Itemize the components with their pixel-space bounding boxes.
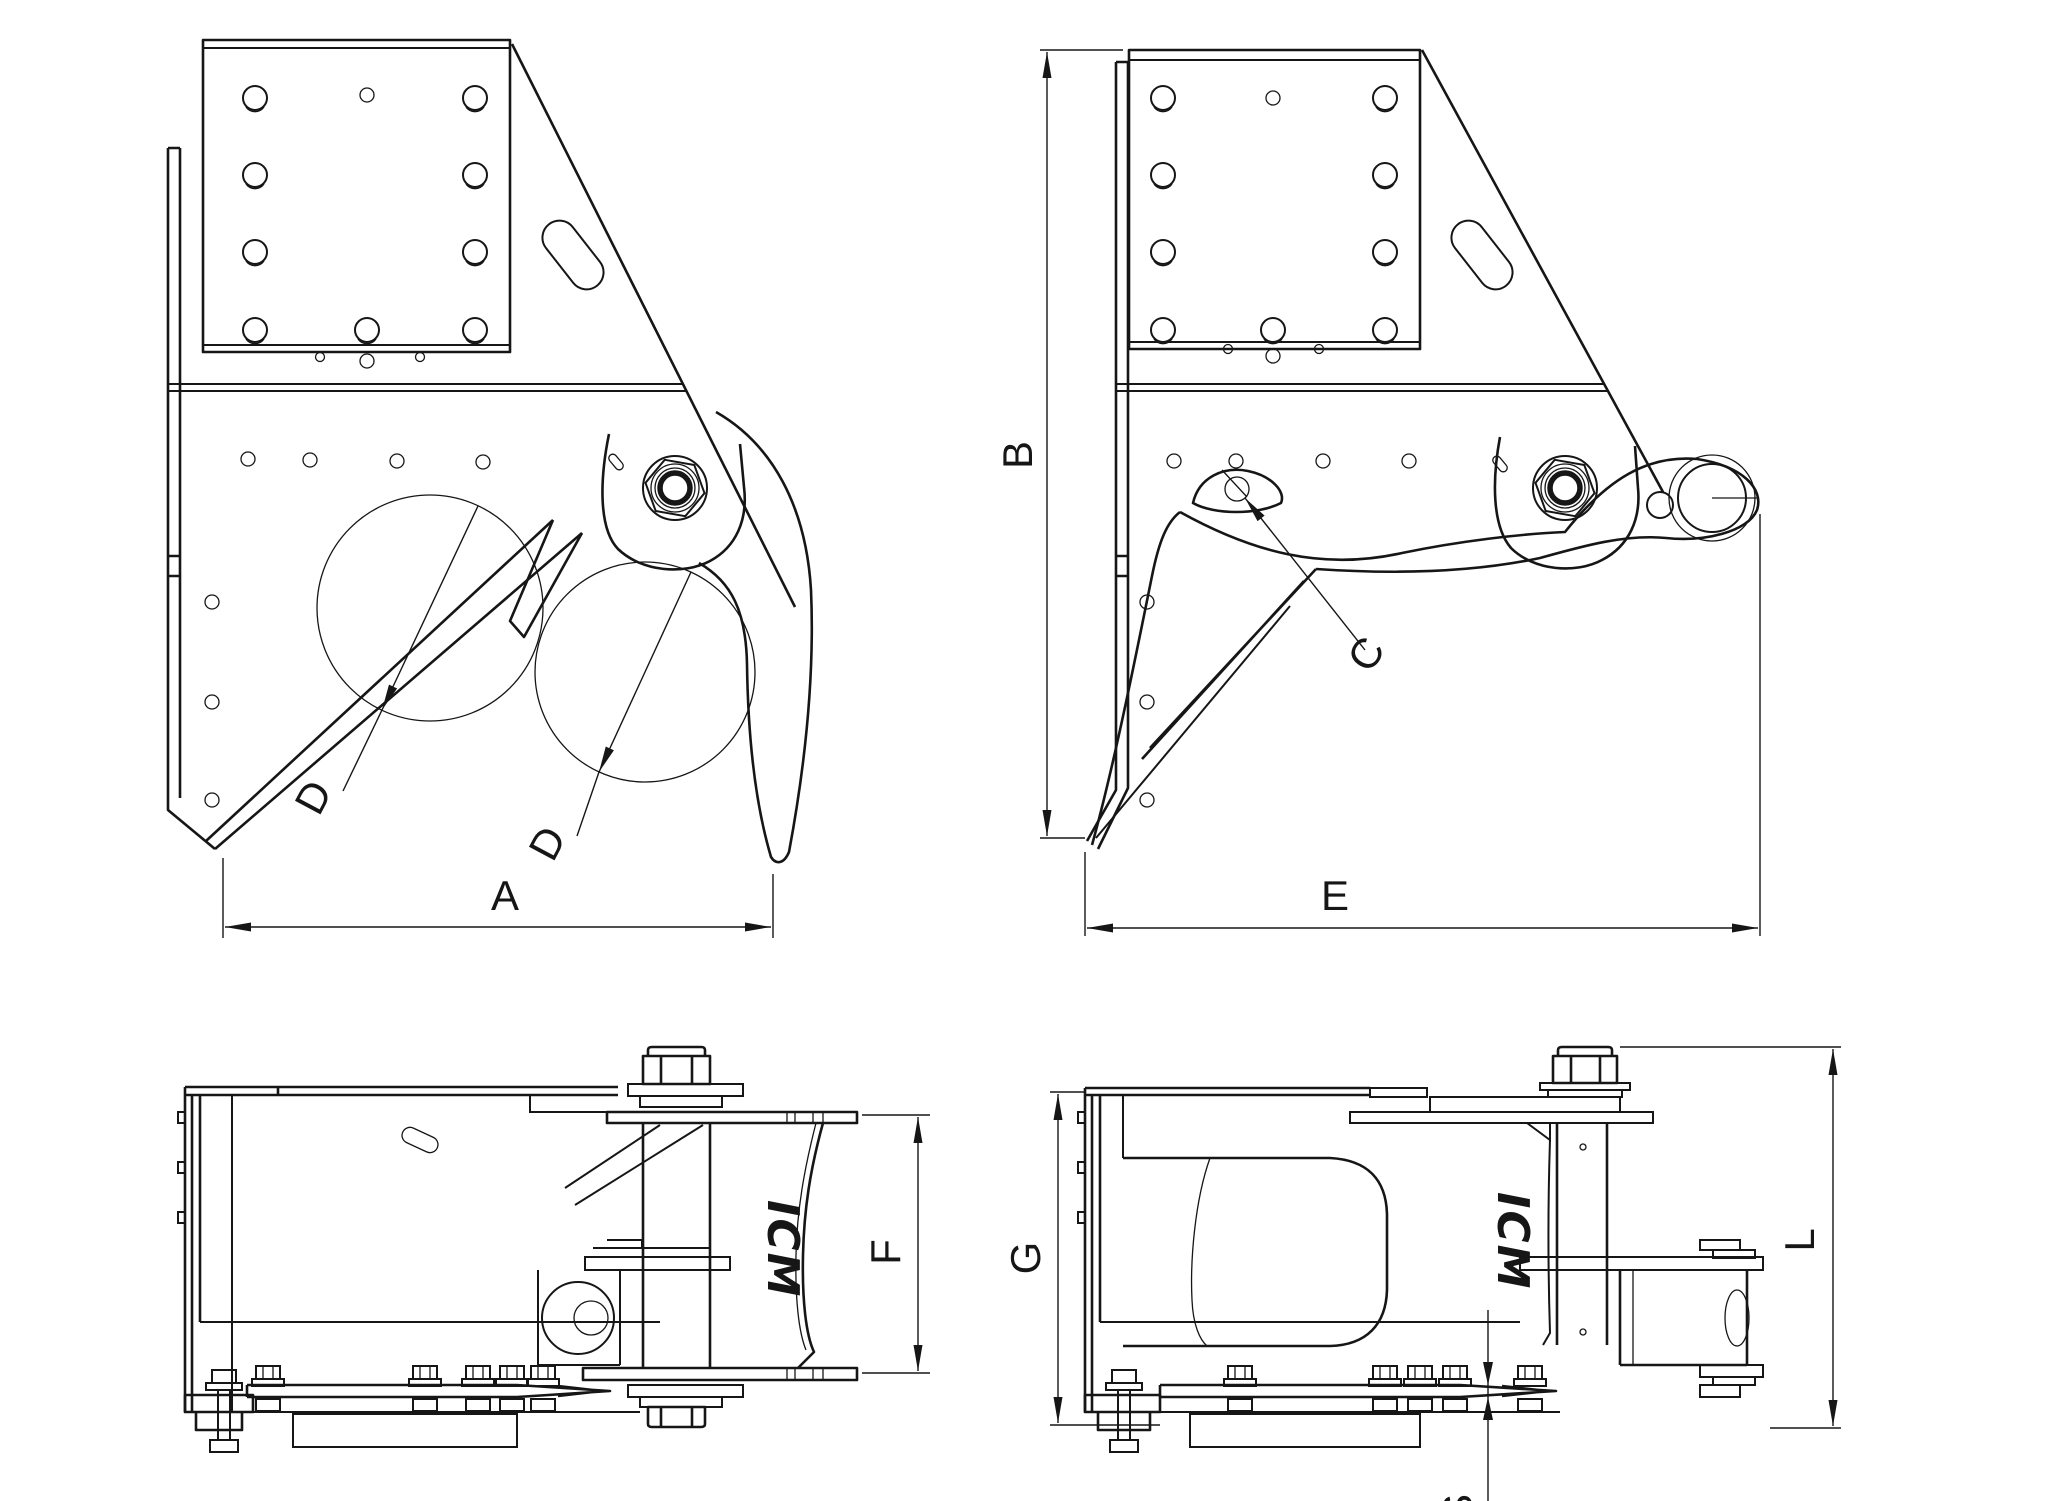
dimension-a: A <box>222 858 774 938</box>
view-side-open: D D A <box>166 38 814 938</box>
roller-bushing <box>1618 1270 1749 1367</box>
dimension-g: G <box>1002 1091 1160 1426</box>
foot-bolt <box>1105 1369 1143 1453</box>
bolt-hole <box>462 317 488 345</box>
dimension-label-c: C <box>1338 628 1394 679</box>
blade-tip-chevron <box>1459 1383 1558 1399</box>
pilot-hole <box>359 353 375 369</box>
gusset <box>168 43 797 608</box>
pivot-stack <box>1519 1045 1764 1398</box>
bolt-hole <box>354 317 380 345</box>
frame-plan <box>1077 1086 1654 1412</box>
frame-plan <box>177 1085 704 1412</box>
gusset <box>1117 49 1665 493</box>
gusset-edge-plan <box>564 1124 704 1206</box>
log-diameter-circle-right <box>534 561 756 783</box>
strut-edge <box>1141 568 1317 760</box>
blade-bolt <box>461 1365 495 1412</box>
hook-claw <box>698 410 814 864</box>
foot-bolt <box>205 1369 243 1453</box>
bolt-hole <box>242 239 268 267</box>
bolt-hole <box>462 85 488 113</box>
dimension-c: C <box>1244 497 1394 680</box>
pivot-stack <box>537 1045 859 1429</box>
blade-bolt <box>408 1365 442 1412</box>
jaw-silhouette-plan <box>795 1122 825 1369</box>
dimension-d-left: D <box>285 505 479 822</box>
pilot-hole <box>359 87 375 103</box>
mounting-plate <box>201 38 512 369</box>
lug-small-hole <box>1646 491 1674 519</box>
bolt-hole <box>462 239 488 267</box>
body-holes <box>1139 453 1508 808</box>
pivot-boss <box>601 433 747 571</box>
dimension-label-g: G <box>1002 1242 1049 1275</box>
hex-nut-plan <box>1551 1054 1619 1085</box>
bolt-hole <box>242 317 268 345</box>
dimension-s: S <box>1434 1310 1493 1501</box>
anvil-tooth <box>508 519 584 639</box>
blade-bolt <box>251 1365 285 1412</box>
blade-bolt <box>495 1365 529 1412</box>
blade-bolt <box>1223 1365 1257 1412</box>
dimension-label-f: F <box>862 1239 909 1265</box>
bolt-hole <box>242 85 268 113</box>
dimension-label-s: S <box>1434 1494 1481 1501</box>
dimension-label-e: E <box>1321 872 1349 919</box>
pivot-nut <box>643 456 707 520</box>
hole-c <box>1224 476 1250 502</box>
body-holes <box>204 451 624 808</box>
beak-plate <box>1191 468 1284 514</box>
back-plate-edge <box>1085 60 1130 850</box>
closed-jaw-plan <box>1123 1122 1552 1348</box>
pilot-hole <box>314 351 326 363</box>
link-lug <box>1646 454 1757 542</box>
blade-assembly-plan <box>183 1365 640 1453</box>
view-side-closed: B <box>994 48 1761 936</box>
lifting-slot <box>1450 219 1514 291</box>
dimension-label-l: L <box>1776 1228 1823 1251</box>
closed-jaw <box>1090 457 1760 846</box>
bolt-hole <box>242 162 268 190</box>
dimension-e: E <box>1084 514 1761 936</box>
blade-bolt <box>1368 1365 1402 1412</box>
mounting-plate <box>1127 48 1422 364</box>
roller-bushing <box>541 1281 615 1355</box>
back-plate-edge <box>166 146 216 851</box>
frame-foot <box>1083 1393 1162 1432</box>
dimension-b: B <box>994 49 1123 839</box>
view-plan-closed: G <box>1002 1045 1841 1501</box>
hex-nut-plan <box>641 1054 712 1086</box>
pivot-nut <box>1533 456 1597 520</box>
bolt-hole <box>462 162 488 190</box>
lifting-slot-plan <box>401 1126 439 1154</box>
view-plan-open: ICM F <box>177 1045 930 1453</box>
blade-bolt <box>1403 1365 1437 1412</box>
lifting-slot <box>541 219 605 291</box>
log-diameter-circle-left <box>316 494 544 722</box>
inner-blade-line <box>1095 605 1291 839</box>
blade-edge <box>205 519 583 850</box>
blade-bolt <box>1438 1365 1472 1412</box>
dimension-l: L <box>1620 1046 1841 1429</box>
brand-logo: ICM <box>1487 1192 1538 1290</box>
dimension-label-a: A <box>491 872 519 919</box>
pivot-boss <box>1493 436 1640 570</box>
dimension-d-right: D <box>519 571 692 868</box>
dimension-label-d-right: D <box>519 819 575 868</box>
dimension-f: F <box>862 1114 930 1374</box>
blade-assembly-plan <box>1083 1365 1560 1453</box>
pilot-hole <box>414 351 426 363</box>
brand-logo: ICM <box>757 1200 808 1298</box>
dimension-label-b: B <box>994 441 1041 469</box>
